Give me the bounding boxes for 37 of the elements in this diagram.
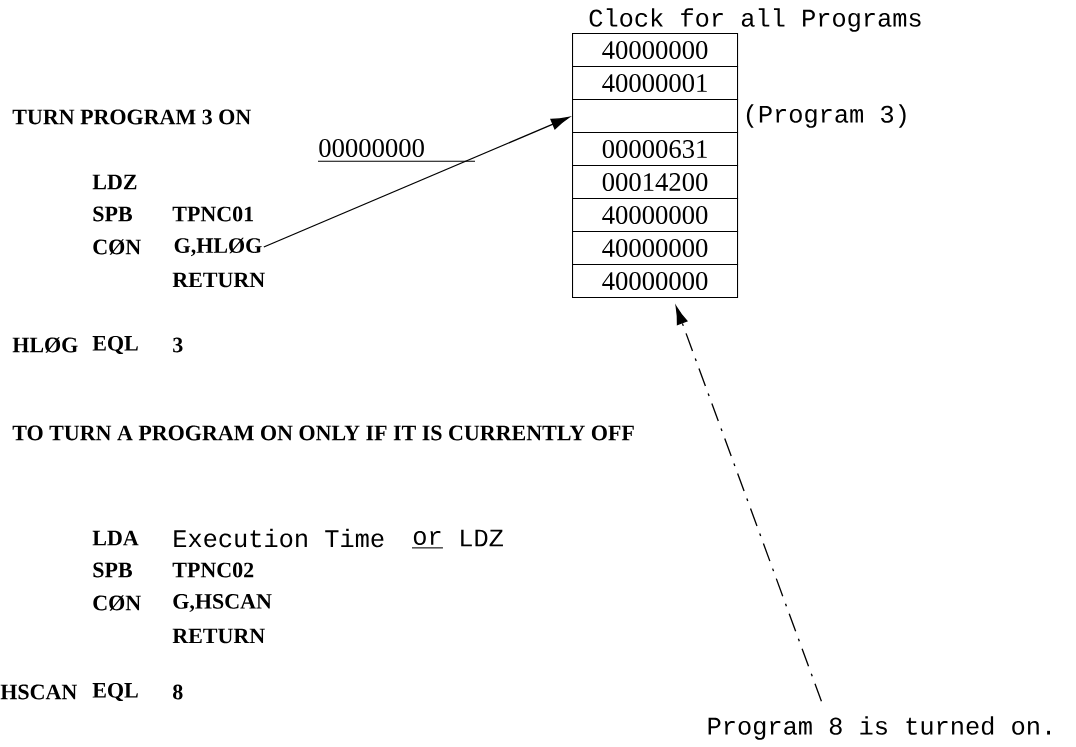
code-text: LDA	[92, 530, 139, 546]
side-note: (Program 3)	[746, 104, 906, 128]
underlined-text: or	[411, 531, 444, 549]
memory-cell: 00000631	[572, 132, 739, 167]
code-text: TO TURN A PROGRAM ON ONLY IF IT IS CURRENTLY OFF	[12, 425, 634, 441]
code-text: 3	[173, 337, 183, 353]
code-text: HSCAN	[0, 684, 77, 700]
code-text: Execution Time	[174, 528, 384, 548]
code-text: TURN PROGRAM 3 ON	[12, 109, 251, 125]
code-text: RETURN	[172, 628, 265, 644]
code-text: LDZ	[92, 174, 137, 190]
code-text: G,HLØG	[174, 237, 262, 257]
code-text: LDZ	[461, 529, 503, 547]
heading-text: Clock for all Programs	[589, 8, 921, 32]
code-text: TPNC01	[172, 206, 254, 222]
underlined-text: 00000000	[319, 139, 424, 157]
memory-cell: 40000000	[572, 198, 739, 233]
code-text: RETURN	[172, 272, 265, 288]
code-text: CØN	[93, 595, 141, 611]
arrow	[263, 116, 570, 248]
memory-cell: 40000001	[572, 66, 739, 101]
code-text: SPB	[93, 206, 132, 222]
memory-cell: 40000000	[572, 33, 739, 68]
code-text: EQL	[92, 682, 138, 702]
memory-cell: 40000000	[572, 231, 739, 266]
memory-cell: 40000000	[572, 264, 739, 299]
code-text: 8	[173, 684, 183, 700]
code-text: TPNC02	[172, 562, 254, 578]
code-text: CØN	[93, 239, 141, 255]
memory-cell: 00014200	[572, 165, 739, 200]
note-text: Program 8 is turned on.	[708, 716, 1051, 740]
empty-memory-cell	[572, 99, 739, 134]
dashed-arrow	[675, 306, 823, 702]
code-text: SPB	[93, 562, 132, 578]
code-text: EQL	[92, 335, 138, 355]
code-text: HLØG	[12, 337, 78, 353]
code-text: G,HSCAN	[173, 594, 272, 612]
